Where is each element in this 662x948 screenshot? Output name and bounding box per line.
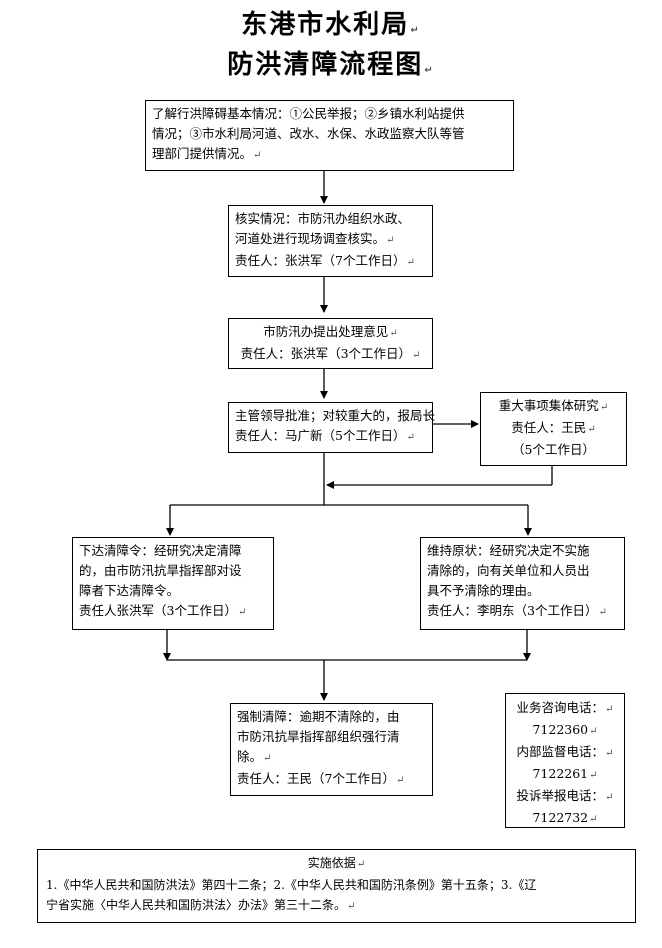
paragraph-mark-icon: ↵	[386, 235, 395, 246]
responsible-person: 责任人：李明东（3个工作日）	[427, 603, 598, 618]
legal-basis-line: 宁省实施〈中华人民共和国防洪法〉办法》第三十二条。	[46, 898, 347, 912]
paragraph-mark-icon: ↵	[589, 726, 598, 737]
step-text-line: 障者下达清障令。	[79, 583, 180, 598]
paragraph-mark-icon: ↵	[605, 704, 614, 715]
paragraph-mark-icon: ↵	[406, 257, 415, 268]
paragraph-mark-icon: ↵	[410, 25, 421, 36]
paragraph-mark-icon: ↵	[237, 607, 247, 618]
consult-phone-label: 业务咨询电话：	[516, 700, 605, 715]
step-text-line: 理部门提供情况。	[152, 146, 253, 161]
title-line-1: 东港市水利局	[241, 10, 410, 40]
step-duration: （5个工作日）	[512, 442, 595, 457]
step-text-line: 情况；③市水利局河道、改水、水保、水政监察大队等管	[152, 126, 465, 141]
paragraph-mark-icon: ↵	[263, 753, 272, 764]
responsible-person: 责任人：王民	[511, 420, 587, 435]
responsible-person: 责任人：张洪军（7个工作日）	[235, 253, 406, 268]
page-title: 东港市水利局↵	[0, 4, 662, 41]
paragraph-mark-icon: ↵	[347, 901, 356, 912]
paragraph-mark-icon: ↵	[605, 792, 614, 803]
step-text-line: 清除的，向有关单位和人员出	[427, 563, 590, 578]
paragraph-mark-icon: ↵	[356, 859, 366, 870]
paragraph-mark-icon: ↵	[589, 770, 598, 781]
paragraph-mark-icon: ↵	[599, 402, 609, 413]
paragraph-mark-icon: ↵	[406, 432, 415, 443]
consult-phone-number: 7122360	[532, 722, 589, 737]
step-text-line: 重大事项集体研究	[498, 398, 599, 413]
step-text-line: 下达清障令：经研究决定清障	[79, 543, 242, 558]
supervise-phone-label: 内部监督电话：	[516, 744, 605, 759]
paragraph-mark-icon: ↵	[424, 65, 435, 76]
paragraph-mark-icon: ↵	[412, 350, 421, 361]
step-text-line: 主管领导批准；对较重大的，报局长	[235, 408, 436, 423]
step-text-line: 强制清障：逾期不清除的，由	[237, 709, 400, 724]
step-text-line: 市防汛办提出处理意见	[263, 324, 389, 339]
step-issue-clearance-order: 下达清障令：经研究决定清障 的，由市防汛抗旱指挥部对设 障者下达清障令。 责任人…	[72, 537, 274, 630]
paragraph-mark-icon: ↵	[253, 150, 262, 161]
step-forced-clearance: 强制清障：逾期不清除的，由 市防汛抗旱指挥部组织强行清 除。↵ 责任人：王民（7…	[230, 703, 433, 796]
step-maintain-status-quo: 维持原状：经研究决定不实施 清除的，向有关单位和人员出 具不予清除的理由。 责任…	[420, 537, 625, 630]
step-text-line: 维持原状：经研究决定不实施	[427, 543, 590, 558]
legal-basis-line: 1.《中华人民共和国防洪法》第四十二条；2.《中华人民共和国防汛条例》第十五条；…	[46, 878, 537, 892]
page-subtitle: 防洪清障流程图↵	[0, 44, 662, 81]
responsible-person: 责任人：张洪军（3个工作日）	[240, 346, 412, 361]
title-line-2: 防洪清障流程图	[227, 50, 424, 80]
step-leader-approval: 主管领导批准；对较重大的，报局长 责任人：马广新（5个工作日）↵	[228, 402, 436, 453]
step-text-line: 具不予清除的理由。	[427, 583, 540, 598]
step-text-line: 核实情况：市防汛办组织水政、	[235, 211, 411, 226]
step-text-line: 除。	[237, 749, 263, 764]
responsible-person: 责任人张洪军（3个工作日）	[79, 603, 237, 618]
contact-phones: 业务咨询电话：↵ 7122360↵ 内部监督电话：↵ 7122261↵ 投诉举报…	[505, 693, 625, 828]
paragraph-mark-icon: ↵	[598, 607, 607, 618]
legal-basis: 实施依据↵ 1.《中华人民共和国防洪法》第四十二条；2.《中华人民共和国防汛条例…	[37, 849, 636, 923]
responsible-person: 责任人：马广新（5个工作日）	[235, 428, 406, 443]
paragraph-mark-icon: ↵	[395, 775, 405, 786]
step-text-line: 市防汛抗旱指挥部组织强行清	[237, 729, 400, 744]
step-major-collective-study: 重大事项集体研究↵ 责任人：王民↵ （5个工作日）	[480, 392, 627, 466]
paragraph-mark-icon: ↵	[589, 814, 598, 825]
step-verify-situation: 核实情况：市防汛办组织水政、 河道处进行现场调查核实。↵ 责任人：张洪军（7个工…	[228, 205, 433, 277]
step-text-line: 了解行洪障碍基本情况：①公民举报；②乡镇水利站提供	[152, 106, 465, 121]
step-text-line: 河道处进行现场调查核实。	[235, 231, 386, 246]
step-propose-opinion: 市防汛办提出处理意见↵ 责任人：张洪军（3个工作日）↵	[228, 318, 433, 369]
paragraph-mark-icon: ↵	[389, 328, 398, 339]
step-understand-situation: 了解行洪障碍基本情况：①公民举报；②乡镇水利站提供 情况；③市水利局河道、改水、…	[145, 100, 514, 171]
paragraph-mark-icon: ↵	[587, 424, 596, 435]
report-phone-number: 7122732	[532, 810, 589, 825]
supervise-phone-number: 7122261	[532, 766, 589, 781]
legal-basis-title: 实施依据	[307, 856, 356, 870]
step-text-line: 的，由市防汛抗旱指挥部对设	[79, 563, 242, 578]
paragraph-mark-icon: ↵	[605, 748, 614, 759]
responsible-person: 责任人：王民（7个工作日）	[237, 771, 395, 786]
report-phone-label: 投诉举报电话：	[516, 788, 605, 803]
